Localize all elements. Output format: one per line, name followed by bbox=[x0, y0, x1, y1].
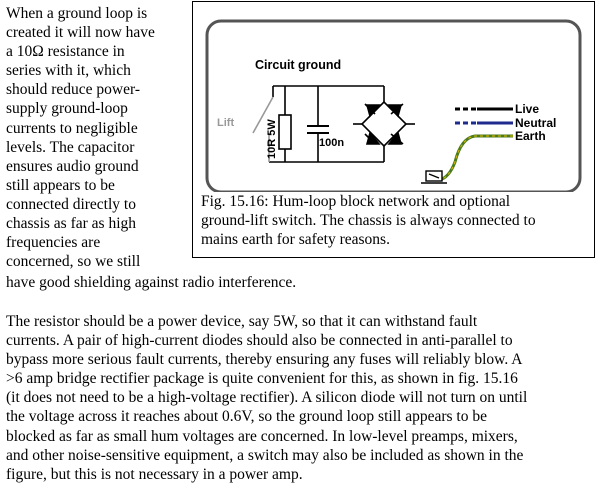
resistor bbox=[278, 114, 292, 150]
text-line: the voltage across it reaches about 0.6V… bbox=[6, 408, 487, 426]
text-line: series with it, which bbox=[6, 62, 131, 80]
intro-paragraph: When a ground loop is created it will no… bbox=[6, 4, 181, 271]
text-line: The resistor should be a power device, s… bbox=[6, 313, 478, 330]
text-line: still appears to be bbox=[6, 176, 115, 194]
text-line: levels. The capacitor bbox=[6, 138, 135, 156]
text-line: should reduce power- bbox=[6, 81, 140, 99]
text-line: figure, but this is not necessary in a p… bbox=[6, 465, 303, 483]
intro-paragraph-tail: have good shielding against radio interf… bbox=[6, 274, 297, 291]
text-line: currents. A pair of high-current diodes … bbox=[6, 332, 513, 350]
text-line: chassis as far as high bbox=[6, 215, 136, 233]
capacitor-label: 100n bbox=[319, 137, 344, 149]
text-line: a 10Ω resistance in bbox=[6, 43, 125, 61]
live-label: Live bbox=[515, 102, 539, 116]
text-line: When a ground loop is bbox=[6, 5, 148, 22]
figure-caption: Fig. 15.16: Hum-loop block network and o… bbox=[201, 192, 591, 249]
text-line: created it will now have bbox=[6, 24, 155, 42]
caption-line: Fig. 15.16: Hum-loop block network and o… bbox=[201, 193, 511, 210]
chassis-outline bbox=[205, 19, 582, 192]
text-line: and other noise-sensitive equipment, a s… bbox=[6, 446, 524, 464]
body-paragraph: The resistor should be a power device, s… bbox=[6, 312, 601, 484]
chassis-earth-lug bbox=[421, 170, 447, 184]
text-line: concerned, so we still bbox=[6, 253, 141, 271]
lift-label: Lift bbox=[217, 117, 234, 129]
text-line: supply ground-loop bbox=[6, 100, 128, 118]
text-line: >6 amp bridge rectifier package is quite… bbox=[6, 370, 518, 388]
neutral-label: Neutral bbox=[515, 116, 556, 130]
text-line: connected directly to bbox=[6, 195, 136, 213]
text-line: frequencies are bbox=[6, 234, 101, 252]
text-line: blocked as far as small hum voltages are… bbox=[6, 427, 518, 445]
bridge-rectifier bbox=[353, 86, 415, 162]
hum-loop-diagram: Circuit ground Lift 10R 5W 100n bbox=[205, 19, 582, 192]
figure-15-16: Circuit ground Lift 10R 5W 100n bbox=[192, 1, 595, 258]
bridge-diodes bbox=[364, 103, 404, 145]
caption-line: mains earth for safety reasons. bbox=[201, 231, 390, 248]
earth-label: Earth bbox=[515, 129, 546, 143]
text-line: currents to negligible bbox=[6, 119, 138, 137]
resistor-label: 10R 5W bbox=[266, 119, 278, 159]
text-line: ensures audio ground bbox=[6, 157, 139, 175]
caption-line: ground-lift switch. The chassis is alway… bbox=[201, 212, 536, 229]
lift-switch bbox=[252, 96, 274, 134]
earth-wire bbox=[438, 134, 513, 182]
circuit-ground-label: Circuit ground bbox=[255, 58, 341, 72]
text-line: bypass more serious fault currents, ther… bbox=[6, 351, 523, 369]
text-line: (it does not need to be a high-voltage r… bbox=[6, 389, 528, 407]
